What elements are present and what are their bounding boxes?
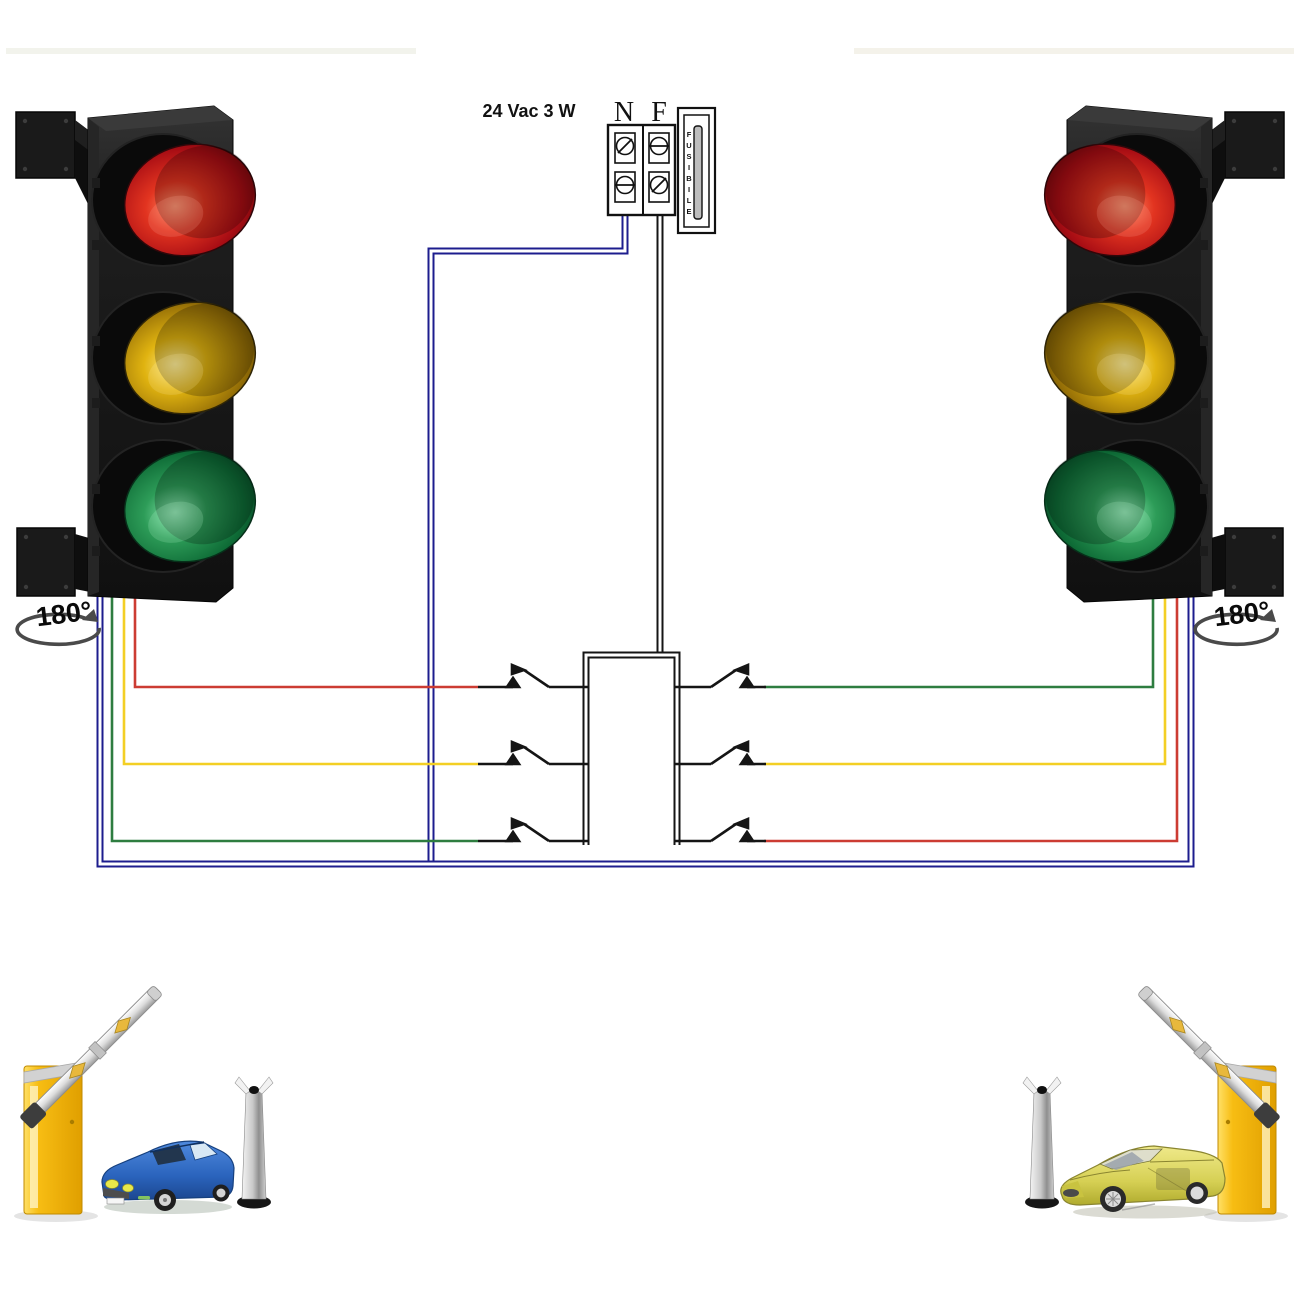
terminal-screw-f-bottom bbox=[648, 171, 670, 203]
boom-diamond-sticker bbox=[114, 1016, 131, 1034]
boom-diamond-sticker bbox=[1214, 1062, 1232, 1079]
terminal-block: N F bbox=[606, 97, 677, 217]
faint-artifact-right bbox=[854, 48, 1294, 54]
license-plate bbox=[106, 1197, 125, 1205]
svg-text:L: L bbox=[687, 196, 692, 205]
yellow-sports-car bbox=[1060, 1145, 1226, 1219]
boom-diamond-sticker bbox=[1169, 1016, 1186, 1034]
fuse: F U S I B I L E bbox=[676, 106, 717, 235]
fuse-label: F U S I B I L E bbox=[686, 130, 692, 216]
right-rotation-label: 180° bbox=[1193, 596, 1279, 647]
rotation-arrow-icon bbox=[1260, 609, 1276, 622]
right-switch-red-row bbox=[675, 817, 766, 843]
svg-text:F: F bbox=[687, 130, 692, 139]
left-traffic-light bbox=[15, 105, 269, 603]
fuse-cartridge bbox=[693, 125, 703, 220]
phase-terminal-label: F bbox=[651, 97, 667, 128]
left-switch-red-row bbox=[478, 663, 588, 689]
svg-text:I: I bbox=[688, 163, 690, 172]
left-photocell-post bbox=[234, 1076, 274, 1209]
boom-diamond-sticker bbox=[68, 1062, 86, 1079]
neutral-blue-feed-wire bbox=[427, 214, 629, 864]
left-red-wire bbox=[133, 594, 478, 689]
rotation-arrow-icon bbox=[82, 609, 98, 622]
right-light-colored-wires bbox=[764, 594, 1179, 843]
left-yellow-wire bbox=[122, 594, 478, 766]
svg-text:E: E bbox=[686, 207, 691, 216]
svg-text:I: I bbox=[688, 185, 690, 194]
svg-text:B: B bbox=[686, 174, 692, 183]
windshield bbox=[152, 1144, 186, 1165]
terminal-screw-n-bottom bbox=[614, 171, 636, 203]
right-green-wire bbox=[764, 594, 1155, 689]
side-window bbox=[189, 1142, 218, 1161]
left-barrier-boom bbox=[20, 986, 162, 1129]
grille bbox=[1063, 1189, 1079, 1197]
windshield bbox=[1104, 1152, 1144, 1170]
headlight bbox=[105, 1179, 119, 1189]
right-photocell-post bbox=[1022, 1076, 1062, 1209]
left-green-wire bbox=[110, 594, 478, 843]
right-switch-yellow-row bbox=[675, 740, 766, 766]
left-rotation-label: 180° bbox=[15, 596, 101, 647]
svg-text:S: S bbox=[686, 152, 691, 161]
switch-array bbox=[478, 663, 766, 843]
left-switch-yellow-row bbox=[478, 740, 588, 766]
power-rating-label: 24 Vac 3 W bbox=[482, 101, 575, 121]
left-switch-green-row bbox=[478, 817, 588, 843]
side-vent bbox=[1156, 1168, 1190, 1190]
svg-text:U: U bbox=[686, 141, 691, 150]
grille bbox=[103, 1188, 129, 1199]
neutral-blue-bus bbox=[96, 596, 1195, 868]
left-light-colored-wires bbox=[110, 594, 478, 843]
right-traffic-light bbox=[1031, 105, 1285, 603]
headlight bbox=[122, 1183, 134, 1193]
terminal-screw-f-top bbox=[648, 132, 670, 164]
right-yellow-wire bbox=[764, 594, 1167, 766]
right-red-wire bbox=[764, 594, 1179, 843]
right-barrier-gate bbox=[1138, 986, 1288, 1222]
right-switch-green-row bbox=[675, 663, 766, 689]
left-barrier-gate bbox=[14, 986, 162, 1222]
neutral-terminal-label: N bbox=[614, 97, 634, 128]
terminal-screw-n-top bbox=[614, 132, 636, 164]
blue-sedan-car bbox=[101, 1140, 235, 1214]
center-switch-bus bbox=[582, 651, 681, 845]
svg-text:180°: 180° bbox=[34, 596, 93, 633]
faint-artifact-left bbox=[6, 48, 416, 54]
right-barrier-boom bbox=[1138, 986, 1280, 1129]
svg-text:180°: 180° bbox=[1212, 596, 1271, 633]
